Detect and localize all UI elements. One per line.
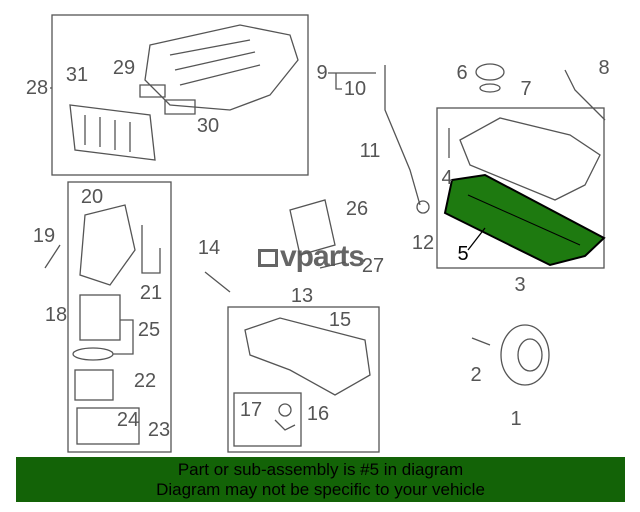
info-banner: Part or sub-assembly is #5 in diagram Di… <box>16 457 625 502</box>
breather-hose <box>564 69 606 121</box>
oil-filter-housing <box>79 204 136 286</box>
intake-manifold <box>144 24 299 111</box>
callout-21: 21 <box>139 282 163 304</box>
callout-2: 2 <box>470 364 482 386</box>
callout-19: 19 <box>32 225 56 247</box>
drain-plug-group-box <box>233 392 302 447</box>
callout-22: 22 <box>133 370 157 392</box>
callout-16: 16 <box>306 403 330 425</box>
callout-15: 15 <box>328 309 352 331</box>
callout-26: 26 <box>345 198 369 220</box>
tube-14 <box>204 271 231 293</box>
callout-8: 8 <box>598 57 610 79</box>
callout-31: 31 <box>65 64 89 86</box>
callout-5-highlighted[interactable]: 5 <box>457 243 469 265</box>
crank-pulley <box>500 324 550 386</box>
oil-pan-group-box <box>227 306 380 453</box>
dipstick <box>384 65 421 206</box>
callout-3: 3 <box>514 274 526 296</box>
callout-11: 11 <box>359 140 381 162</box>
callout-24: 24 <box>116 409 140 431</box>
callout-29: 29 <box>112 57 136 79</box>
oil-pan <box>244 317 371 396</box>
gasket-set-box <box>76 407 140 445</box>
gasket-30 <box>164 99 196 115</box>
bolt-19 <box>44 244 61 269</box>
callout-1: 1 <box>510 408 522 430</box>
oil-filter-group-box <box>67 181 172 453</box>
callout-23: 23 <box>147 419 171 441</box>
callout-28: 28 <box>25 77 49 99</box>
callout-4: 4 <box>441 167 453 189</box>
callout-25: 25 <box>137 319 161 341</box>
oil-cap <box>475 63 505 81</box>
callout-30: 30 <box>196 115 220 137</box>
vparts-logo: vparts <box>258 240 365 274</box>
valve-cover <box>459 117 601 201</box>
callout-6: 6 <box>456 62 468 84</box>
bolt-2 <box>471 337 491 346</box>
oil-cooler <box>289 199 336 256</box>
banner-line-1: Part or sub-assembly is #5 in diagram <box>177 460 464 479</box>
filter-cap <box>74 369 114 401</box>
logo-text: vparts <box>280 240 365 273</box>
callout-27: 27 <box>361 255 385 277</box>
callout-17: 17 <box>239 399 263 421</box>
callout-20: 20 <box>80 186 104 208</box>
callout-7: 7 <box>520 78 532 100</box>
intake-gaskets <box>69 104 156 161</box>
callout-13: 13 <box>290 285 314 307</box>
callout-12: 12 <box>411 232 435 254</box>
gasket-29 <box>139 84 166 98</box>
oil-filter <box>79 294 121 341</box>
intake-group-box <box>51 14 309 176</box>
callout-14: 14 <box>197 237 221 259</box>
callout-9: 9 <box>316 62 328 84</box>
callout-10: 10 <box>343 78 367 100</box>
banner-line-2: Diagram may not be specific to your vehi… <box>156 480 485 499</box>
callout-18: 18 <box>44 304 68 326</box>
valve-cover-group-box <box>436 107 605 269</box>
